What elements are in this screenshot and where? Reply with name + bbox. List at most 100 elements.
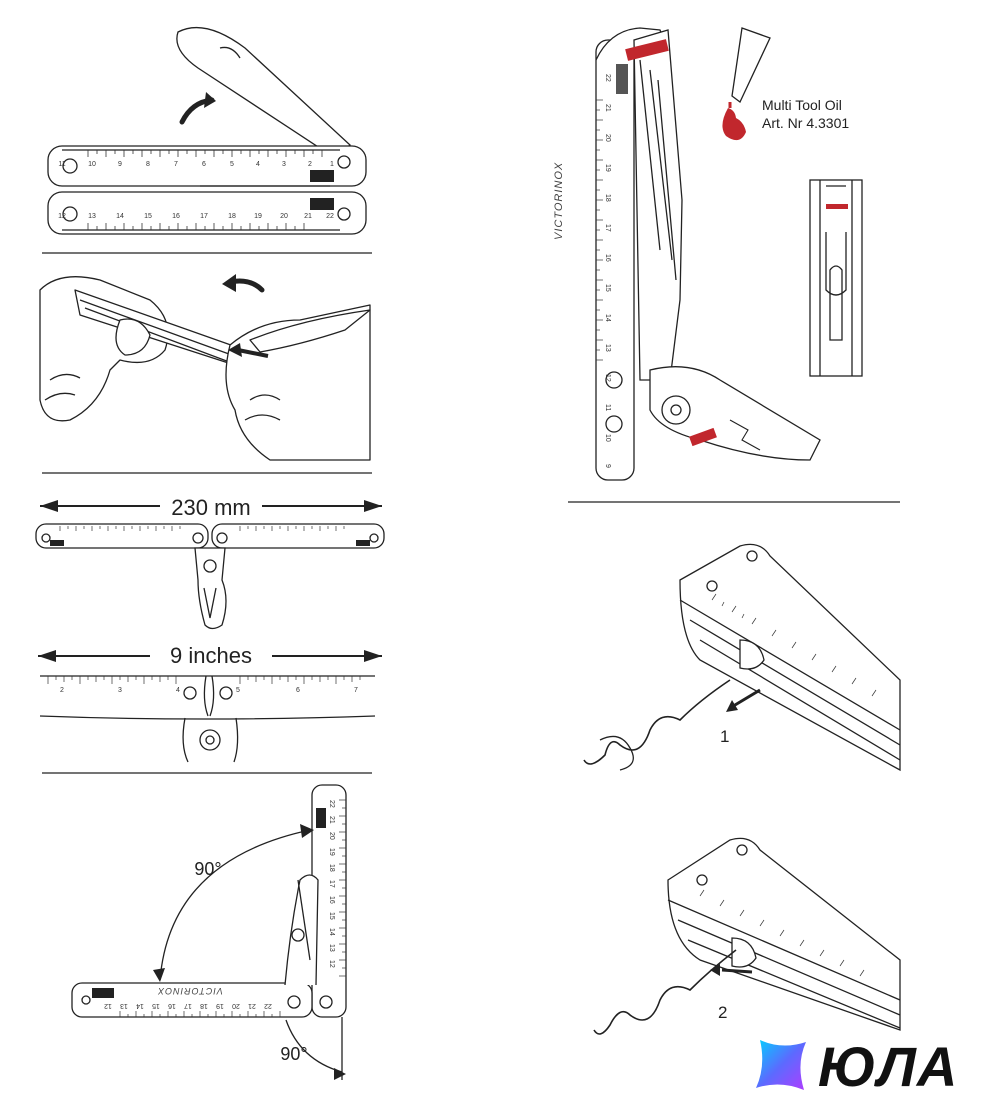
tick-label: 16 bbox=[172, 213, 180, 220]
tick-label: 19 bbox=[328, 848, 335, 856]
tick-label: 12 bbox=[604, 374, 611, 382]
ruler-lower bbox=[47, 191, 367, 235]
tick-label: 16 bbox=[168, 1002, 176, 1009]
tick-label: 11 bbox=[58, 161, 65, 168]
tick-label: 16 bbox=[604, 254, 611, 262]
tick-label: 17 bbox=[184, 1002, 192, 1009]
tick-label: 12 bbox=[58, 213, 66, 220]
tick-label: 4 bbox=[176, 687, 180, 694]
tick-label: 14 bbox=[136, 1002, 144, 1009]
star-logo-icon bbox=[756, 1040, 806, 1090]
brand-mirrored-label: VICTORINOX bbox=[157, 986, 223, 996]
tick-label: 22 bbox=[328, 800, 335, 808]
step-number-2: 2 bbox=[718, 1003, 727, 1022]
oil-name: Multi Tool Oil bbox=[762, 97, 842, 113]
tick-label: 19 bbox=[254, 213, 262, 220]
ruler-vertical-ticks bbox=[339, 799, 346, 977]
tick-label: 22 bbox=[264, 1002, 272, 1009]
tick-label: 3 bbox=[282, 161, 286, 168]
ruler-lower-ticks bbox=[87, 223, 305, 230]
watermark-logo: ЮЛА bbox=[752, 1035, 987, 1098]
tick-label: 19 bbox=[216, 1002, 224, 1009]
angle-lower-label: 90° bbox=[280, 1044, 307, 1064]
tick-label: 12 bbox=[104, 1002, 112, 1009]
ruler-horizontal-ticks bbox=[119, 1011, 281, 1017]
ruler-upper-numbers: 11 10 9 8 7 6 5 4 3 2 1 bbox=[58, 161, 334, 168]
corkscrew-icon bbox=[593, 949, 737, 1035]
panel-right-angle bbox=[71, 784, 347, 1080]
tick-label: 20 bbox=[604, 134, 611, 142]
blade-shape bbox=[176, 26, 351, 159]
ruler-inch-ticks bbox=[47, 676, 361, 684]
panel-open-blade bbox=[47, 26, 367, 235]
tick-label: 10 bbox=[604, 434, 611, 442]
tick-label: 14 bbox=[328, 928, 335, 936]
pliers-blade bbox=[249, 309, 371, 353]
tick-label: 12 bbox=[328, 960, 335, 968]
tick-label: 7 bbox=[174, 161, 178, 168]
tick-label: 20 bbox=[328, 832, 335, 840]
tool-body bbox=[679, 543, 901, 772]
brand-label: VICTORINOX bbox=[553, 162, 565, 240]
ruler-inch-numbers: 2 3 4 5 6 7 bbox=[60, 687, 358, 694]
ruler-230-ticks bbox=[59, 526, 345, 531]
panel-corkscrew-step1 bbox=[583, 543, 901, 772]
panel-oiling bbox=[595, 27, 863, 481]
ruler-left-half bbox=[35, 523, 209, 549]
oil-article: Art. Nr 4.3301 bbox=[762, 115, 849, 131]
tick-label: 18 bbox=[328, 864, 335, 872]
tick-label: 11 bbox=[604, 404, 611, 411]
tick-label: 21 bbox=[248, 1002, 256, 1009]
angle-arc-upper bbox=[159, 829, 311, 981]
tick-label: 9 bbox=[118, 161, 122, 168]
tick-label: 19 bbox=[604, 164, 611, 172]
tick-label: 17 bbox=[604, 224, 611, 232]
tick-label: 21 bbox=[304, 213, 312, 220]
tick-label: 22 bbox=[326, 213, 334, 220]
tick-label: 10 bbox=[88, 161, 96, 168]
step1-ticks bbox=[711, 593, 877, 697]
tick-label: 16 bbox=[328, 896, 335, 904]
tick-label: 21 bbox=[328, 816, 335, 824]
tick-label: 3 bbox=[118, 687, 122, 694]
ruler-lower-numbers: 12 13 14 15 16 17 18 19 20 21 22 bbox=[58, 213, 334, 220]
watermark-text: ЮЛА bbox=[818, 1035, 959, 1098]
tick-label: 13 bbox=[604, 344, 611, 352]
angle-arc-lower bbox=[285, 1019, 343, 1073]
tick-label: 8 bbox=[146, 161, 150, 168]
tick-label: 15 bbox=[604, 284, 611, 292]
tick-label: 5 bbox=[230, 161, 234, 168]
tick-label: 13 bbox=[120, 1002, 128, 1009]
pliers-head bbox=[649, 366, 821, 461]
step2-ticks bbox=[699, 889, 865, 977]
tick-label: 15 bbox=[328, 912, 335, 920]
tick-label: 14 bbox=[116, 213, 124, 220]
tick-label: 6 bbox=[202, 161, 206, 168]
tool-body bbox=[667, 837, 901, 1031]
corkscrew-icon bbox=[583, 679, 731, 765]
panel-hands-opening bbox=[39, 274, 371, 461]
push-arrow-icon bbox=[237, 348, 269, 358]
hand-left bbox=[39, 276, 169, 422]
tick-label: 17 bbox=[328, 880, 335, 888]
tick-label: 4 bbox=[256, 161, 260, 168]
tick-label: 20 bbox=[280, 213, 288, 220]
angle-upper-label: 90° bbox=[194, 859, 221, 879]
tool-ruler-numbers: 22 21 20 19 18 17 16 15 14 13 12 11 10 9 bbox=[604, 74, 611, 468]
oil-nozzle-icon bbox=[731, 27, 771, 103]
tick-label: 21 bbox=[604, 104, 611, 112]
oil-drop-icon bbox=[722, 108, 746, 141]
ruler-l-numbers: 12 13 14 15 16 17 18 19 20 21 22 bbox=[104, 1002, 272, 1009]
panel-corkscrew-step2 bbox=[593, 837, 901, 1035]
tick-label: 1 bbox=[330, 161, 334, 168]
tick-label: 15 bbox=[144, 213, 152, 220]
tick-label: 2 bbox=[60, 687, 64, 694]
tick-label: 13 bbox=[328, 944, 335, 952]
length-imperial-label: 9 inches bbox=[170, 643, 252, 668]
ruler-right-half bbox=[211, 523, 385, 549]
ruler-upper-ticks bbox=[87, 150, 323, 157]
oil-label: Multi Tool Oil Art. Nr 4.3301 bbox=[762, 97, 849, 131]
tick-label: 9 bbox=[604, 464, 611, 468]
tick-label: 14 bbox=[604, 314, 611, 322]
